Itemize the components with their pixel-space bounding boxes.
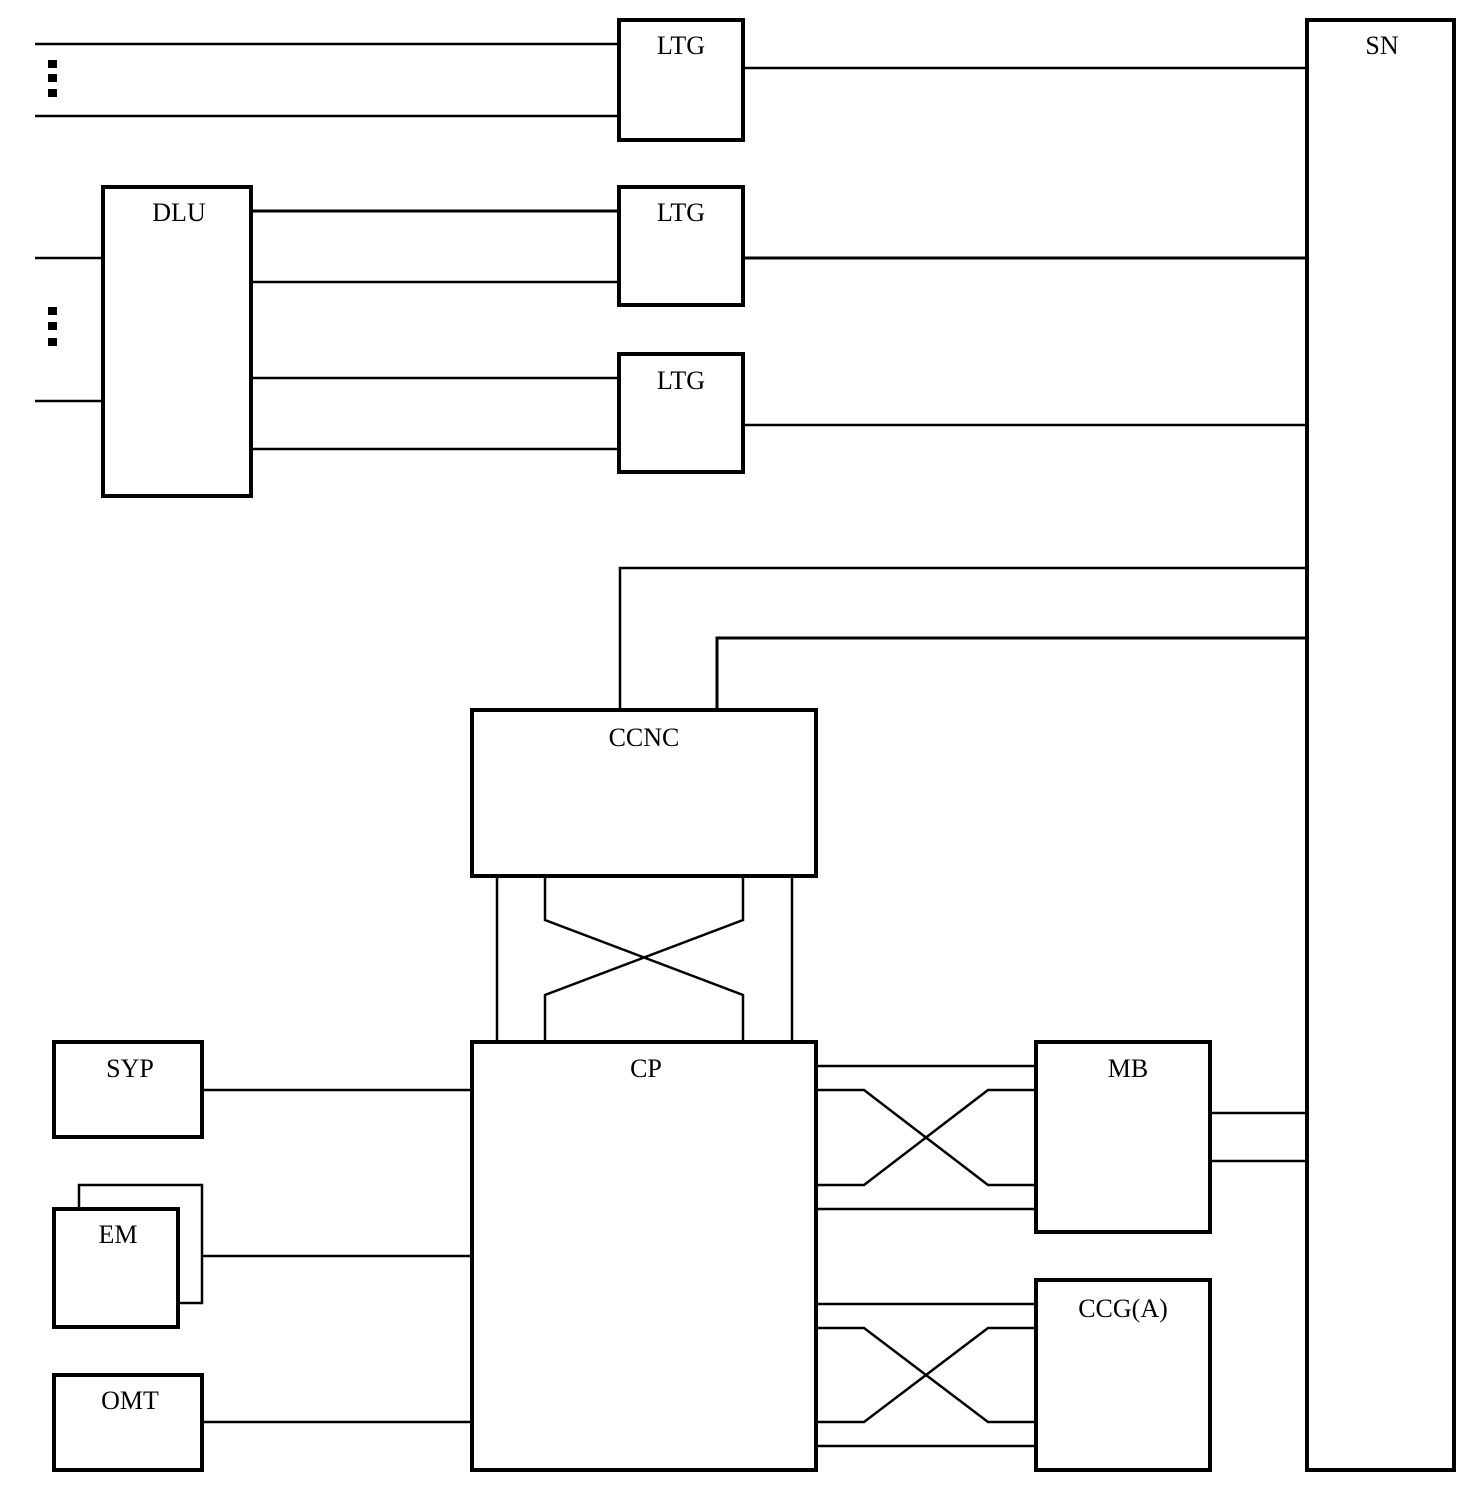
block-cp-label: CP [630, 1054, 662, 1083]
block-omt: OMT [52, 1373, 204, 1472]
subscriber-lines-dlu [35, 256, 103, 403]
ellipsis-top [48, 60, 57, 97]
block-mb: MB [1034, 1040, 1212, 1234]
block-dlu-label: DLU [152, 198, 206, 227]
peripheral-cp-links [202, 1088, 472, 1424]
block-syp: SYP [52, 1040, 204, 1139]
block-ccnc-label: CCNC [609, 723, 680, 752]
block-ccg-a-label: CCG(A) [1078, 1294, 1168, 1323]
block-ltg-2: LTG [617, 185, 745, 307]
block-em-label: EM [99, 1220, 138, 1249]
block-ltg-1-label: LTG [657, 31, 705, 60]
ccnc-cp-links [495, 876, 794, 1042]
block-mb-label: MB [1108, 1054, 1148, 1083]
block-ltg-2-label: LTG [657, 198, 705, 227]
dlu-ltg-links [251, 209, 619, 451]
ccnc-sn-links [618, 566, 1307, 710]
block-ccg-a: CCG(A) [1034, 1278, 1212, 1472]
block-sn-label: SN [1365, 31, 1398, 60]
block-cp: CP [470, 1040, 818, 1472]
block-em: EM [52, 1183, 204, 1329]
block-sn: SN [1305, 18, 1456, 1472]
mb-sn-links [1210, 1111, 1307, 1163]
block-ccnc: CCNC [470, 708, 818, 878]
cp-mb-links [816, 1064, 1036, 1211]
block-dlu: DLU [101, 185, 253, 498]
ltg-sn-links [743, 66, 1307, 427]
ellipsis-middle [48, 307, 57, 346]
block-syp-label: SYP [106, 1054, 154, 1083]
block-omt-label: OMT [101, 1386, 159, 1415]
cp-ccg-links [816, 1302, 1036, 1448]
block-ltg-3-label: LTG [657, 366, 705, 395]
trunk-lines-ltg1 [35, 42, 619, 118]
block-ltg-1: LTG [617, 18, 745, 142]
block-ltg-3: LTG [617, 352, 745, 474]
